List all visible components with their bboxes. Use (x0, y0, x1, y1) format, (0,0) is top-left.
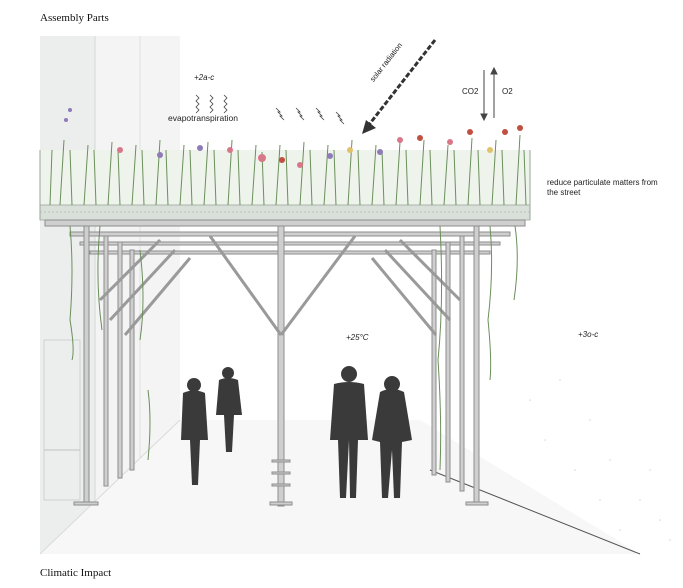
co2-label: CO2 (462, 87, 479, 96)
o2-label: O2 (502, 87, 513, 96)
heading-climatic-impact: Climatic Impact (40, 567, 112, 579)
temp-street-label: +3o-c (578, 330, 599, 339)
people-silhouettes (181, 366, 412, 498)
temp-under-label: +25°C (346, 333, 369, 342)
temp-top-label: +2a-c (194, 73, 215, 82)
evapotranspiration-waves (195, 94, 228, 114)
person-2 (216, 367, 242, 452)
gas-exchange-arrows (480, 66, 498, 122)
person-4 (372, 376, 412, 498)
hanging-vines (69, 225, 518, 471)
person-3 (330, 366, 368, 498)
meadow-plants (49, 134, 527, 206)
heat-reflection-marks (275, 107, 345, 125)
heading-assembly-parts: Assembly Parts (40, 12, 109, 24)
flowers (64, 108, 523, 168)
green-roof-planter (39, 150, 531, 221)
steel-frame (44, 219, 526, 507)
particulate-label: reduce particulate matters from the stre… (547, 178, 658, 197)
solar-radiation-arrow (362, 39, 437, 134)
person-1 (181, 378, 208, 485)
diagonal-braces (98, 235, 462, 336)
speckle-texture (529, 379, 671, 541)
evapotranspiration-label: evapotranspiration (168, 113, 238, 123)
